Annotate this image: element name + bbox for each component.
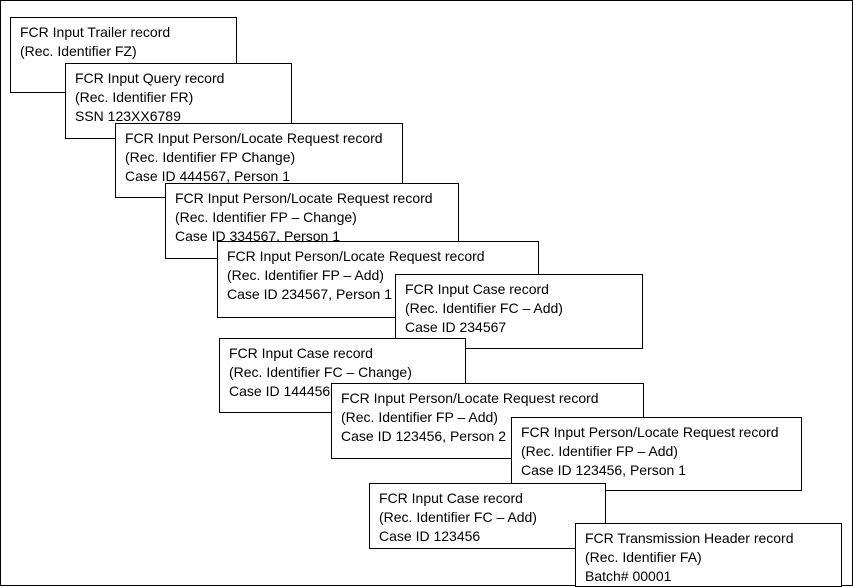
record-box-person-123456-1: FCR Input Person/Locate Request record (… bbox=[511, 417, 802, 491]
record-identifier: (Rec. Identifier FP – Add) bbox=[341, 409, 498, 425]
record-box-case-234567: FCR Input Case record (Rec. Identifier F… bbox=[395, 274, 643, 349]
record-detail: Case ID 144456 bbox=[229, 383, 331, 399]
record-identifier: (Rec. Identifier FA) bbox=[585, 549, 702, 565]
record-title: FCR Input Person/Locate Request record bbox=[521, 424, 779, 440]
record-title: FCR Input Case record bbox=[229, 345, 373, 361]
record-identifier: (Rec. Identifier FP – Add) bbox=[227, 267, 384, 283]
record-box-transmission-header: FCR Transmission Header record (Rec. Ide… bbox=[575, 523, 842, 587]
record-title: FCR Input Case record bbox=[379, 490, 523, 506]
record-title: FCR Transmission Header record bbox=[585, 530, 794, 546]
record-box-query: FCR Input Query record (Rec. Identifier … bbox=[65, 63, 292, 139]
record-title: FCR Input Case record bbox=[405, 281, 549, 297]
record-box-person-234567: FCR Input Person/Locate Request record (… bbox=[217, 241, 539, 318]
record-detail: Case ID 334567, Person 1 bbox=[175, 228, 340, 244]
record-identifier: (Rec. Identifier FP Change) bbox=[125, 149, 296, 165]
record-identifier: (Rec. Identifier FR) bbox=[75, 89, 194, 105]
record-detail: Case ID 444567, Person 1 bbox=[125, 168, 290, 184]
record-detail: Case ID 234567, Person 1 bbox=[227, 286, 392, 302]
record-title: FCR Input Trailer record bbox=[20, 24, 171, 40]
record-identifier: (Rec. Identifier FC – Change) bbox=[229, 364, 412, 380]
record-detail: Case ID 123456 bbox=[379, 528, 481, 544]
record-title: FCR Input Person/Locate Request record bbox=[341, 390, 599, 406]
record-box-case-123456: FCR Input Case record (Rec. Identifier F… bbox=[369, 483, 606, 549]
record-title: FCR Input Query record bbox=[75, 70, 225, 86]
record-identifier: (Rec. Identifier FZ) bbox=[20, 43, 137, 59]
record-title: FCR Input Person/Locate Request record bbox=[175, 190, 433, 206]
record-detail: Case ID 123456, Person 2 bbox=[341, 428, 506, 444]
record-identifier: (Rec. Identifier FP – Add) bbox=[521, 443, 678, 459]
record-detail: Case ID 123456, Person 1 bbox=[521, 462, 686, 478]
record-title: FCR Input Person/Locate Request record bbox=[125, 130, 383, 146]
record-identifier: (Rec. Identifier FC – Add) bbox=[405, 300, 563, 316]
record-detail: Batch# 00001 bbox=[585, 568, 672, 584]
record-detail: Case ID 234567 bbox=[405, 319, 507, 335]
record-identifier: (Rec. Identifier FP – Change) bbox=[175, 209, 357, 225]
record-detail: SSN 123XX6789 bbox=[75, 108, 181, 124]
record-title: FCR Input Person/Locate Request record bbox=[227, 248, 485, 264]
record-identifier: (Rec. Identifier FC – Add) bbox=[379, 509, 537, 525]
